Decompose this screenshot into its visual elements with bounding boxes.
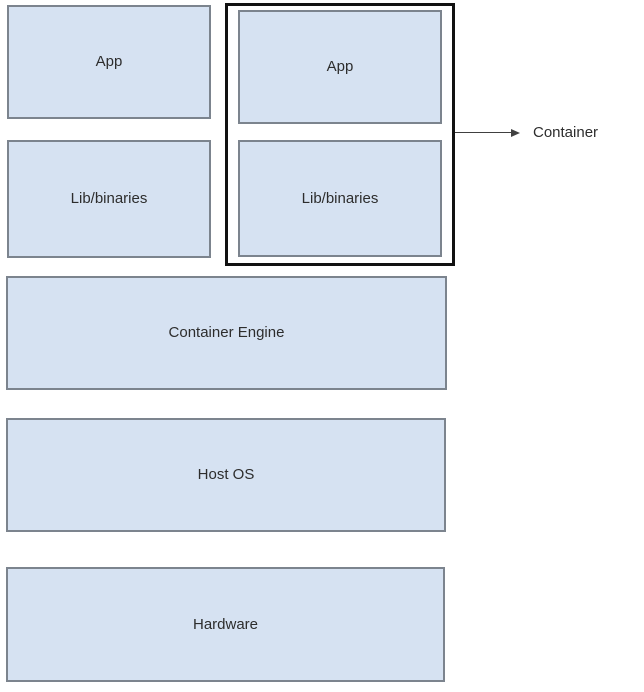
lib-binaries-box-container: Lib/binaries [238, 140, 442, 257]
container-outline: App Lib/binaries [225, 3, 455, 266]
container-callout-label: Container [533, 124, 599, 141]
container-callout-arrow-line [455, 132, 513, 133]
hardware-label: Hardware [192, 615, 259, 633]
lib-binaries-box-container-label: Lib/binaries [301, 189, 379, 207]
lib-binaries-box-left-label: Lib/binaries [70, 190, 148, 207]
host-os-label: Host OS [197, 466, 255, 483]
arrow-right-icon [511, 129, 520, 137]
app-box-container-label: App [326, 58, 354, 75]
lib-binaries-box-left: Lib/binaries [7, 140, 211, 258]
app-box-left: App [7, 5, 211, 119]
container-engine-box: Container Engine [6, 276, 447, 390]
app-box-container: App [238, 10, 442, 124]
hardware-box: Hardware [6, 567, 445, 682]
host-os-box: Host OS [6, 418, 446, 532]
app-box-left-label: App [95, 53, 123, 70]
container-engine-label: Container Engine [168, 324, 285, 341]
